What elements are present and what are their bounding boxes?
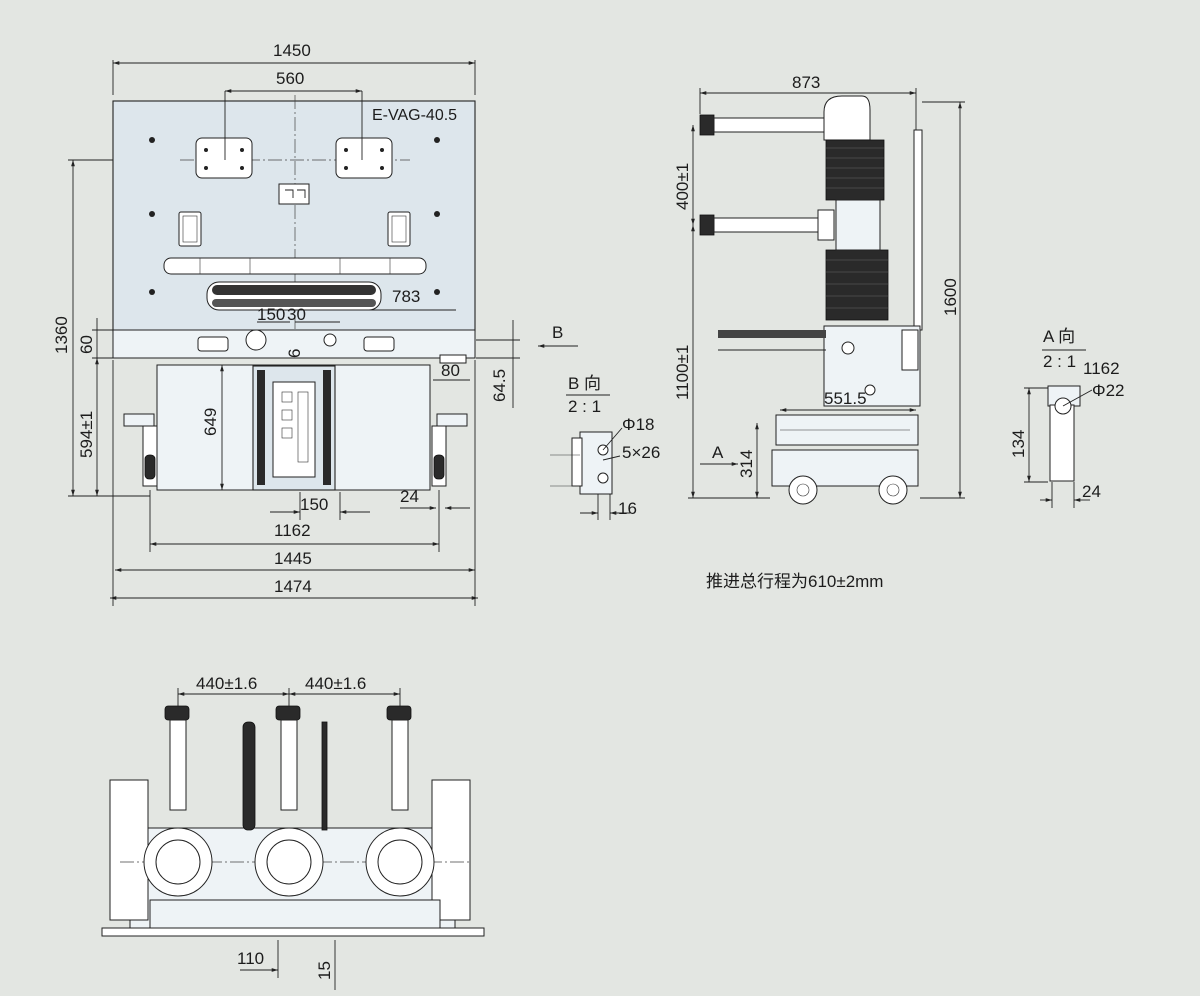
dim-80: 80 — [441, 361, 460, 380]
dim-64-5: 64.5 — [490, 369, 509, 402]
dim-150b: 150 — [300, 495, 328, 514]
detail-a-134: 134 — [1009, 430, 1028, 458]
top-dim-440-right: 440±1.6 — [305, 674, 366, 693]
dim-1474: 1474 — [274, 577, 312, 596]
side-dim-873: 873 — [792, 73, 820, 92]
dim-649: 649 — [201, 408, 220, 436]
detail-b-16: 16 — [618, 499, 637, 518]
detail-a-scale: 2 : 1 — [1043, 352, 1076, 371]
side-view-dimensions — [688, 88, 965, 499]
detail-b-view — [550, 394, 630, 520]
dim-594: 594±1 — [77, 411, 96, 458]
dim-24: 24 — [400, 487, 419, 506]
front-view — [112, 95, 476, 491]
detail-b-phi18: Φ18 — [622, 415, 654, 434]
view-arrow-a: A — [712, 443, 724, 462]
dim-783: 783 — [392, 287, 420, 306]
dim-height: 1360 — [52, 316, 71, 354]
side-dim-1100: 1100±1 — [673, 345, 692, 400]
detail-b-scale: 2 : 1 — [568, 397, 601, 416]
pole-right — [365, 705, 435, 897]
dim-1445: 1445 — [274, 549, 312, 568]
side-dim-551: 551.5 — [824, 389, 867, 408]
top-view — [101, 705, 485, 937]
side-view — [699, 95, 923, 505]
side-dim-314: 314 — [737, 450, 756, 478]
detail-a-phi22: Φ22 — [1092, 381, 1124, 400]
dim-pole-spacing: 560 — [276, 69, 304, 88]
detail-a-view — [1024, 349, 1093, 508]
detail-a-title: A 向 — [1043, 327, 1075, 346]
detail-a-1162: 1162 — [1083, 359, 1120, 378]
side-dim-400: 400±1 — [673, 163, 692, 210]
dim-150a: 150 — [257, 305, 285, 324]
detail-b-title: B 向 — [568, 374, 601, 393]
dim-6: 6 — [285, 349, 304, 358]
view-arrow-b: B — [552, 323, 563, 342]
detail-b-5x26: 5×26 — [622, 443, 660, 462]
top-dim-440-left: 440±1.6 — [196, 674, 257, 693]
dim-total-width: 1450 — [273, 41, 311, 60]
mounting-holes — [149, 137, 440, 295]
travel-note: 推进总行程为610±2mm — [706, 572, 883, 591]
dim-30: 30 — [287, 305, 306, 324]
pole-left — [143, 705, 213, 897]
dim-60: 60 — [77, 335, 96, 354]
dim-1162: 1162 — [274, 521, 311, 540]
pole-center — [254, 705, 324, 897]
top-dim-110: 110 — [237, 949, 264, 968]
top-view-dimensions — [177, 688, 401, 990]
top-dim-15: 15 — [315, 961, 334, 980]
detail-a-24: 24 — [1082, 482, 1101, 501]
front-view-dimensions — [68, 60, 578, 606]
model-label: E-VAG-40.5 — [372, 107, 457, 124]
side-dim-1600: 1600 — [941, 278, 960, 316]
